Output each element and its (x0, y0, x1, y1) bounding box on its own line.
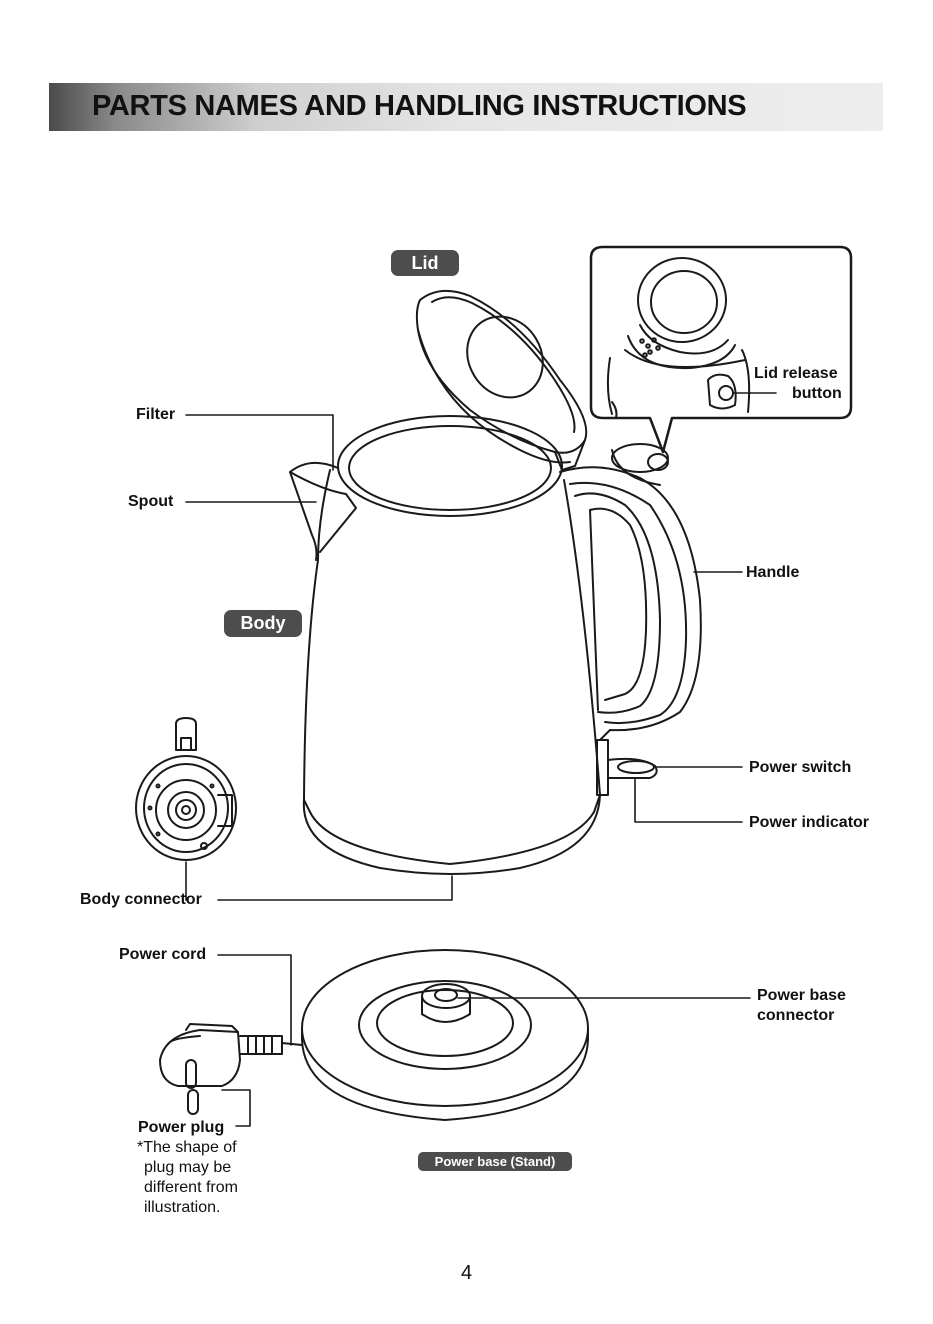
bottom-view-drawing (136, 718, 236, 860)
label-body-connector: Body connector (80, 890, 202, 910)
label-spout: Spout (128, 492, 173, 512)
plug-note-line-4: illustration. (144, 1198, 220, 1218)
power-plug-drawing (160, 1024, 302, 1114)
label-power-plug: Power plug (138, 1118, 224, 1138)
leader-lines (186, 393, 776, 1126)
label-power-cord: Power cord (119, 945, 206, 965)
kettle-body-drawing (290, 291, 701, 874)
base-badge: Power base (Stand) (418, 1152, 572, 1171)
plug-note-line-3: different from (144, 1178, 238, 1198)
page-number: 4 (0, 1262, 933, 1285)
plug-note-line-1: *The shape of (137, 1138, 237, 1158)
power-base-drawing (302, 950, 588, 1120)
label-power-base-connector-1: Power base (757, 986, 846, 1006)
label-lid-release-1: Lid release (754, 364, 838, 384)
label-lid-release-2: button (792, 384, 842, 404)
lid-release-inset (591, 247, 851, 452)
label-power-indicator: Power indicator (749, 813, 869, 833)
label-handle: Handle (746, 563, 799, 583)
label-power-base-connector-2: connector (757, 1006, 834, 1026)
lid-badge: Lid (391, 250, 459, 276)
plug-note-line-2: plug may be (144, 1158, 231, 1178)
body-badge: Body (224, 610, 302, 637)
label-filter: Filter (136, 405, 175, 425)
label-power-switch: Power switch (749, 758, 851, 778)
